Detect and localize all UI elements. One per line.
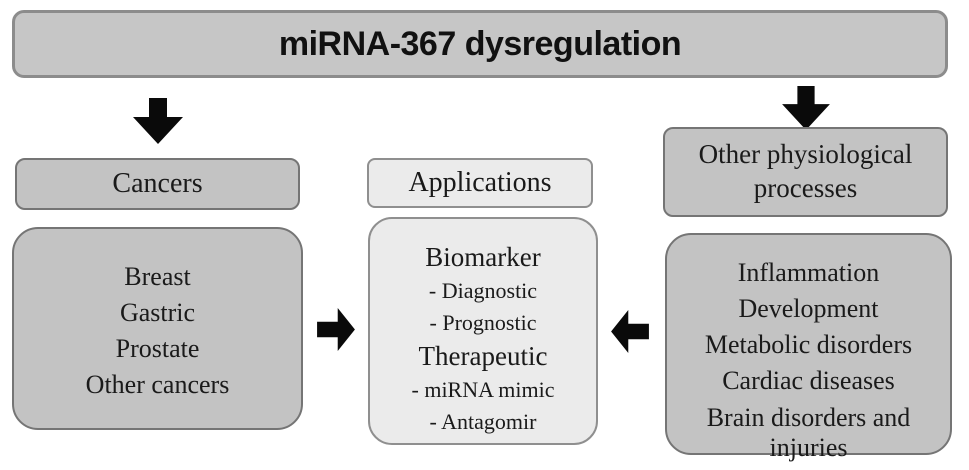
cancers-list-box: Breast Gastric Prostate Other cancers [12, 227, 303, 430]
applications-header-box: Applications [367, 158, 593, 208]
down-arrow-glyph [782, 86, 830, 130]
list-item-sub: - Antagomir [429, 409, 537, 434]
cancers-header-label: Cancers [112, 168, 203, 199]
right-arrow-icon [314, 308, 358, 351]
cancers-header-box: Cancers [15, 158, 300, 210]
list-item: Other cancers [85, 370, 230, 399]
list-item: Brain disorders and injuries [706, 403, 911, 462]
diagram-title: miRNA-367 dysregulation [278, 24, 682, 63]
other-processes-list-box: Inflammation Development Metabolic disor… [665, 233, 952, 462]
down-arrow-icon [133, 98, 183, 144]
other-processes-header-label: Other physiological processes [698, 139, 913, 203]
down-arrow-glyph [133, 98, 183, 144]
list-item: Cardiac diseases [722, 366, 895, 395]
list-item-category: Therapeutic [418, 341, 548, 371]
right-arrow-glyph [317, 308, 355, 351]
list-item: Prostate [115, 334, 200, 363]
list-item: Gastric [119, 298, 196, 327]
list-item-category: Biomarker [425, 242, 541, 272]
title-box: miRNA-367 dysregulation [12, 10, 948, 78]
applications-list-box: Biomarker - Diagnostic - Prognostic Ther… [368, 217, 598, 445]
left-arrow-icon [608, 310, 652, 353]
list-item-sub: - Prognostic [429, 310, 537, 335]
list-item-sub: - miRNA mimic [411, 377, 555, 402]
other-processes-header-box: Other physiological processes [663, 127, 948, 217]
list-item: Metabolic disorders [704, 330, 913, 359]
list-item-sub: - Diagnostic [428, 278, 538, 303]
left-arrow-glyph [611, 310, 649, 353]
list-item: Development [738, 294, 879, 323]
list-item: Breast [124, 262, 191, 291]
applications-header-label: Applications [408, 167, 552, 198]
down-arrow-icon [781, 86, 831, 130]
list-item: Inflammation [737, 258, 880, 287]
